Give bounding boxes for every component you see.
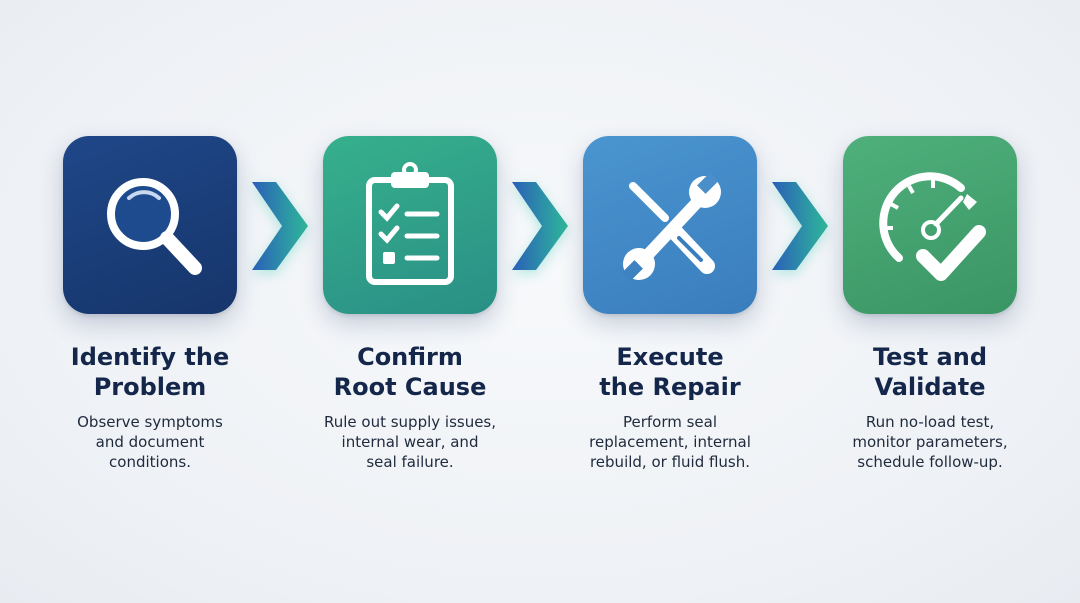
step-2-description: Rule out supply issues,internal wear, an…	[323, 413, 497, 471]
step-4-description: Run no-load test,monitor parameters,sche…	[852, 413, 1008, 471]
step-2-tile	[323, 136, 497, 314]
clipboard-checklist-icon	[366, 162, 454, 285]
wrench-screwdriver-icon	[621, 172, 721, 282]
magnifying-glass-icon	[107, 178, 202, 275]
chevron-right-icon	[772, 182, 828, 270]
step-1-tile	[63, 136, 237, 314]
step-4-tile	[843, 136, 1017, 314]
chevron-right-icon	[252, 182, 308, 270]
chevron-right-icon	[512, 182, 568, 270]
step-3-tile	[583, 136, 757, 314]
gauge-checkmark-icon	[879, 172, 986, 281]
